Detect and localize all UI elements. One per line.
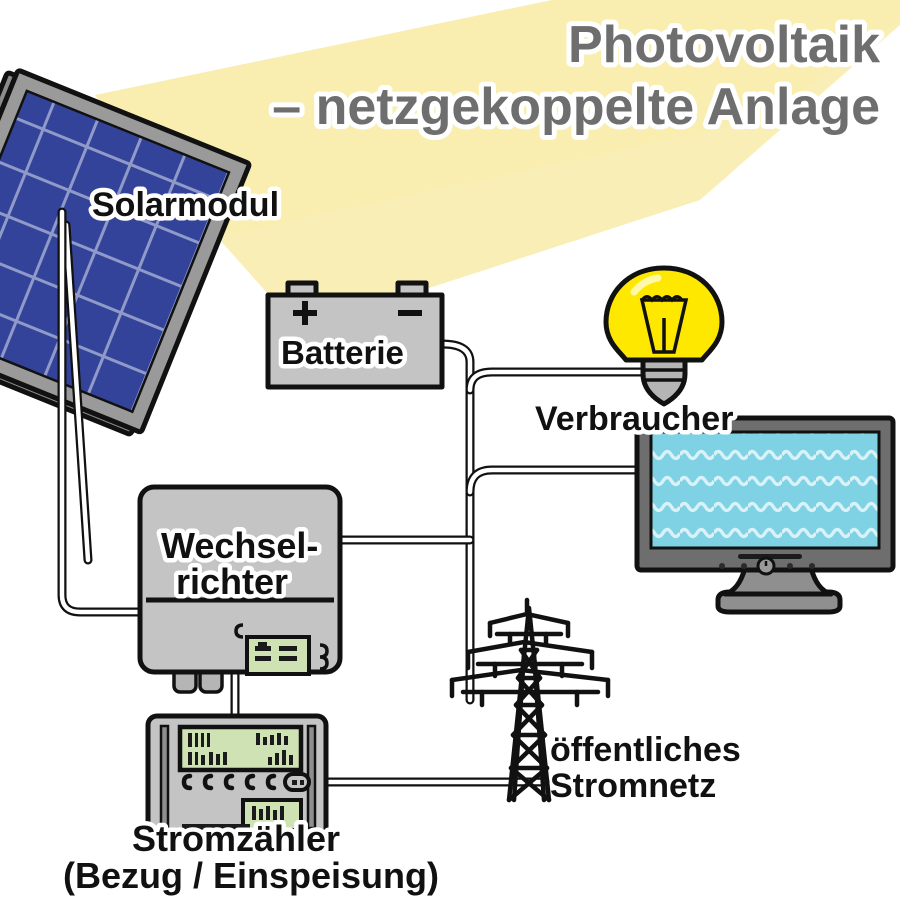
inverter-display (245, 635, 311, 676)
electricity-meter[interactable] (145, 713, 329, 841)
plus-icon (293, 301, 317, 325)
inverter-cable-icon (319, 643, 329, 671)
monitor-stand-neck (722, 565, 834, 597)
meter-label-line2: (Bezug / Einspeisung) (63, 855, 439, 896)
panel-cells (0, 89, 231, 414)
inverter-body (137, 484, 343, 675)
bulb-base (640, 349, 688, 407)
meter-port-dot-2 (300, 780, 304, 785)
consumer-label: Verbraucher (535, 400, 733, 438)
wire-pv-to-inverter (57, 207, 150, 617)
monitor-led-4 (809, 563, 815, 569)
bulb-coil (640, 295, 684, 303)
title-line1: Photovoltaik (568, 16, 880, 74)
minus-icon (398, 310, 422, 316)
inverter-knob-icon (234, 623, 244, 639)
inverter-label-line2: richter (176, 561, 288, 602)
light-bulb[interactable] (603, 265, 725, 407)
meter-nameplate (182, 824, 250, 830)
wire-bus-to-monitor (465, 465, 660, 497)
transmission-tower[interactable] (449, 597, 611, 803)
sunbeam (95, 0, 900, 330)
battery-label: Batterie (281, 334, 404, 371)
grid-label-line1: öffentliches (550, 731, 741, 769)
meter-display-glyphs (188, 733, 293, 765)
inverter[interactable]: Wechsel- richter (137, 484, 343, 694)
solar-module-label: Solarmodul (92, 186, 279, 224)
title-line2: – netzgekoppelte Anlage (272, 78, 880, 136)
inverter-label-line1: Wechsel- (161, 525, 318, 566)
meter-indicators (181, 773, 277, 791)
monitor-led-3 (787, 563, 793, 569)
panel-support-pole (61, 220, 93, 565)
monitor-led-1 (719, 563, 725, 569)
inverter-display-glyphs (255, 642, 297, 661)
meter-lower-glyphs (252, 806, 284, 820)
meter-rail-left (159, 724, 170, 830)
wire-battery-to-bus (437, 339, 475, 705)
wire-bus-to-lamp (465, 367, 650, 395)
monitor-screen (649, 430, 881, 550)
monitor-speaker-slot (738, 554, 802, 559)
computer-monitor[interactable] (634, 415, 896, 615)
battery[interactable]: Batterie (265, 280, 445, 390)
meter-port-dot-1 (292, 780, 297, 785)
grid-label-line2: Stromnetz (550, 767, 716, 805)
meter-label-line1: Stromzähler (132, 818, 340, 859)
monitor-led-2 (741, 563, 747, 569)
bulb-highlight (630, 274, 662, 296)
